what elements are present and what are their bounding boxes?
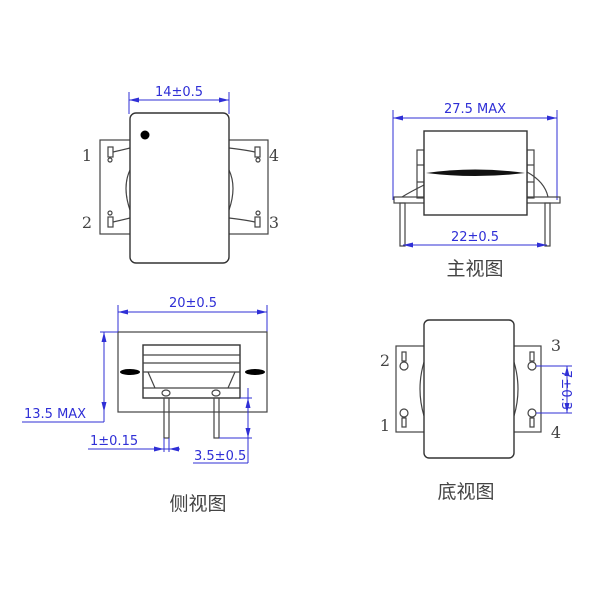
- side-width-dimension: 20±0.5: [117, 296, 268, 332]
- front-pin-spacing-label: 22±0.5: [451, 230, 499, 245]
- front-pin-spacing-dimension: 22±0.5: [403, 230, 547, 248]
- top-terminals: [107, 146, 261, 228]
- side-pin-right: [213, 397, 220, 439]
- bottom-body: [423, 319, 515, 459]
- front-view: 27.5 MAX 22±0.5 主视图: [392, 102, 561, 280]
- front-pin-left: [399, 202, 406, 247]
- side-lead-right: [245, 369, 265, 375]
- side-height-dimension: 13.5 MAX: [22, 331, 118, 423]
- side-lead-left: [120, 369, 140, 375]
- bottom-view: 2 1 3 4 7±0.3 底视图: [380, 319, 573, 503]
- top-view: 14±0.5 1 2 4 3: [82, 85, 279, 264]
- top-pin-2-label: 2: [82, 213, 92, 232]
- bottom-pin-1-label: 1: [380, 416, 390, 435]
- side-outline: [117, 331, 268, 413]
- front-core-seam: [426, 169, 525, 176]
- top-width-label: 14±0.5: [155, 85, 203, 100]
- top-width-dimension: 14±0.5: [128, 85, 230, 114]
- bottom-pin-2-label: 2: [380, 351, 390, 370]
- side-pin-diameter-label: 1±0.15: [90, 434, 138, 449]
- side-height-label: 13.5 MAX: [24, 407, 86, 422]
- side-view-title: 侧视图: [169, 493, 226, 515]
- front-view-title: 主视图: [446, 258, 503, 280]
- side-pin-diameter-dimension: 1±0.15: [88, 434, 180, 452]
- top-pin-1-label: 1: [82, 146, 92, 165]
- bottom-view-title: 底视图: [437, 481, 494, 503]
- front-pin-right: [544, 202, 551, 247]
- side-pin-left: [163, 397, 170, 439]
- top-pin-4-label: 4: [269, 146, 279, 165]
- bottom-pin-3-label: 3: [551, 336, 561, 355]
- top-body: [129, 112, 230, 264]
- front-overall-label: 27.5 MAX: [444, 102, 506, 117]
- side-width-label: 20±0.5: [169, 296, 217, 311]
- top-pin-3-label: 3: [269, 213, 279, 232]
- bottom-pin-4-label: 4: [551, 423, 561, 442]
- side-view: 20±0.5 13.5 MAX 1±0.15: [22, 296, 268, 515]
- front-overall-dimension: 27.5 MAX: [392, 102, 558, 200]
- side-pin-length-label: 3.5±0.5: [194, 449, 246, 464]
- pin1-marker-dot: [140, 130, 150, 140]
- bottom-pin-pitch-dimension: 7±0.3: [536, 365, 573, 414]
- bottom-pin-pitch-label: 7±0.3: [558, 370, 573, 410]
- side-pin-length-dimension: 3.5±0.5: [193, 388, 252, 464]
